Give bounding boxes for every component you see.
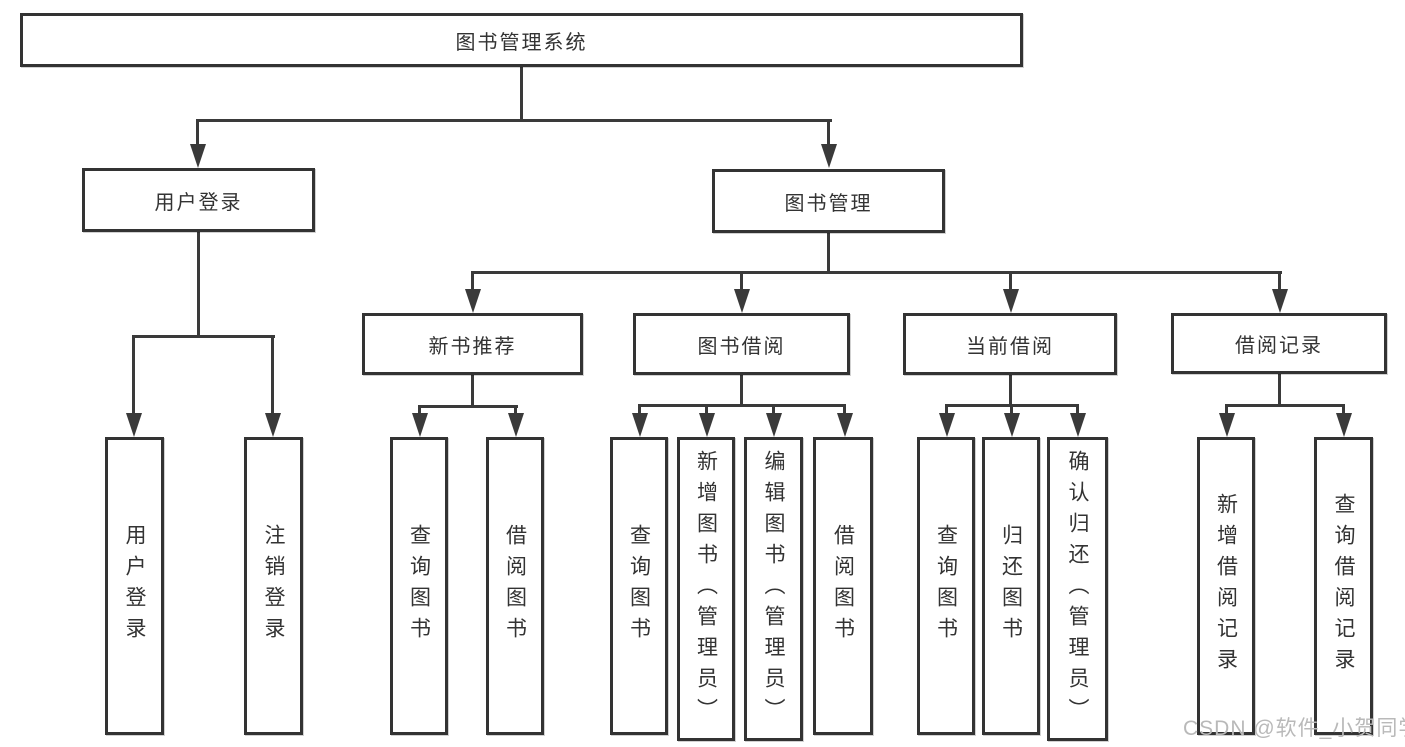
leaf-bb-edit-books-admin-label: 编辑图书（管理员）: [762, 449, 785, 729]
connector-line: [772, 404, 775, 419]
connector-line: [1009, 271, 1012, 295]
leaf-nb-borrow-books: 借阅图书: [486, 437, 544, 735]
leaf-user-login: 用户登录: [105, 437, 164, 735]
connector-line: [1009, 375, 1012, 407]
leaf-br-query-record-label: 查询借阅记录: [1332, 493, 1355, 679]
connector-line: [514, 405, 517, 419]
arrowhead-down: [1003, 289, 1019, 313]
connector-line: [827, 233, 830, 274]
leaf-bb-query-books: 查询图书: [610, 437, 668, 735]
leaf-cb-confirm-return-admin-label: 确认归还（管理员）: [1066, 449, 1089, 729]
connector-line: [1278, 271, 1281, 295]
node-borrow-records: 借阅记录: [1171, 313, 1387, 374]
arrowhead-down: [699, 413, 715, 437]
leaf-nb-query-books: 查询图书: [390, 437, 448, 735]
node-book-borrow: 图书借阅: [633, 313, 850, 375]
connector-line: [638, 404, 641, 419]
connector-line: [1225, 404, 1345, 407]
connector-line: [1342, 404, 1345, 419]
connector-line: [271, 335, 274, 419]
arrowhead-down: [1336, 413, 1352, 437]
node-current-borrow: 当前借阅: [903, 313, 1117, 375]
connector-line: [471, 375, 474, 408]
connector-line: [843, 404, 846, 419]
arrowhead-down: [1004, 413, 1020, 437]
leaf-bb-borrow-books: 借阅图书: [813, 437, 873, 735]
arrowhead-down: [465, 289, 481, 313]
node-user-login: 用户登录: [82, 168, 315, 232]
node-borrow-records-label: 借阅记录: [1235, 335, 1323, 357]
node-current-borrow-label: 当前借阅: [966, 335, 1054, 358]
connector-line: [1010, 404, 1013, 419]
node-book-management: 图书管理: [712, 169, 945, 233]
leaf-cb-return-books: 归还图书: [982, 437, 1040, 735]
connector-line: [827, 119, 830, 150]
arrowhead-down: [190, 144, 206, 168]
leaf-nb-query-books-label: 查询图书: [407, 524, 431, 648]
leaf-cb-query-books-label: 查询图书: [934, 524, 958, 648]
connector-line: [471, 271, 1282, 274]
connector-line: [418, 405, 518, 408]
arrowhead-down: [1070, 413, 1086, 437]
connector-line: [196, 119, 199, 150]
connector-line: [638, 404, 846, 407]
leaf-bb-edit-books-admin: 编辑图书（管理员）: [744, 437, 803, 741]
connector-line: [1076, 404, 1079, 419]
arrowhead-down: [766, 413, 782, 437]
leaf-bb-borrow-books-label: 借阅图书: [831, 524, 855, 648]
arrowhead-down: [1219, 413, 1235, 437]
csdn-watermark: CSDN @软件_小贺同学: [1183, 717, 1405, 740]
connector-line: [520, 67, 523, 121]
connector-line: [945, 404, 948, 419]
leaf-cb-confirm-return-admin: 确认归还（管理员）: [1047, 437, 1108, 741]
leaf-br-add-record-label: 新增借阅记录: [1214, 493, 1238, 679]
arrowhead-down: [632, 413, 648, 437]
leaf-cb-query-books: 查询图书: [917, 437, 975, 735]
leaf-cb-return-books-label: 归还图书: [999, 524, 1023, 648]
arrowhead-down: [412, 413, 428, 437]
leaf-br-query-record: 查询借阅记录: [1314, 437, 1373, 735]
connector-line: [197, 232, 200, 338]
node-root-label: 图书管理系统: [455, 31, 588, 54]
connector-line: [418, 405, 421, 419]
connector-line: [471, 271, 474, 295]
connector-line: [132, 335, 275, 338]
arrowhead-down: [265, 413, 281, 437]
arrowhead-down: [1272, 289, 1288, 313]
leaf-bb-query-books-label: 查询图书: [627, 524, 651, 648]
node-book-borrow-label: 图书借阅: [697, 335, 786, 358]
node-user-login-label: 用户登录: [154, 191, 243, 214]
leaf-user-login-label: 用户登录: [123, 524, 146, 648]
leaf-nb-borrow-books-label: 借阅图书: [503, 524, 527, 648]
arrowhead-down: [821, 144, 837, 168]
connector-line: [740, 375, 743, 407]
arrowhead-down: [837, 413, 853, 437]
connector-line: [740, 271, 743, 295]
arrowhead-down: [939, 413, 955, 437]
node-book-management-label: 图书管理: [784, 192, 873, 215]
leaf-bb-add-books-admin: 新增图书（管理员）: [677, 437, 735, 741]
node-new-book-recommend: 新书推荐: [362, 313, 583, 375]
leaf-bb-add-books-admin-label: 新增图书（管理员）: [694, 449, 718, 729]
node-root: 图书管理系统: [20, 13, 1023, 67]
arrowhead-down: [126, 413, 142, 437]
connector-line: [1225, 404, 1228, 419]
arrowhead-down: [734, 289, 750, 313]
connector-line: [196, 119, 832, 122]
leaf-logout-label: 注销登录: [262, 524, 285, 648]
leaf-br-add-record: 新增借阅记录: [1197, 437, 1255, 735]
connector-line: [1278, 374, 1281, 407]
connector-line: [705, 404, 708, 419]
leaf-logout: 注销登录: [244, 437, 303, 735]
node-new-book-recommend-label: 新书推荐: [428, 335, 517, 358]
arrowhead-down: [508, 413, 524, 437]
connector-line: [132, 335, 135, 419]
